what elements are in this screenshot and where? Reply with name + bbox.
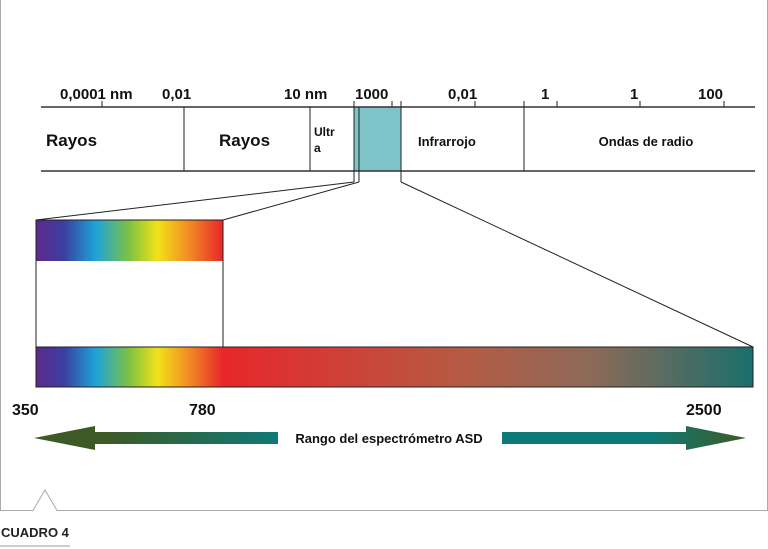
caption: CUADRO 4 <box>1 525 70 540</box>
band-uv-label-1: Ultr <box>314 125 335 139</box>
arrow-left <box>34 426 278 450</box>
arrow-label: Rango del espectrómetro ASD <box>295 431 482 446</box>
scale-labels: 0,0001 nm 0,01 10 nm 1000 0,01 1 1 100 <box>60 86 723 103</box>
scale-label: 1000 <box>355 86 388 103</box>
full-range-infrared-part <box>223 347 753 387</box>
scale-label: 1 <box>541 86 549 103</box>
band-dividers <box>101 101 725 171</box>
band-x-label: Rayos <box>219 131 270 150</box>
visible-spectrum-bar <box>36 220 223 261</box>
scale-label: 1 <box>630 86 638 103</box>
full-range-outline <box>35 346 754 388</box>
band-gamma-label: Rayos <box>46 131 97 150</box>
range-visible-end-label: 780 <box>189 402 216 419</box>
scale-label: 100 <box>698 86 723 103</box>
scale-label: 10 nm <box>284 86 327 103</box>
range-end-label: 2500 <box>686 402 722 419</box>
scale-label: 0,01 <box>162 86 191 103</box>
zoom-lines <box>35 171 754 348</box>
band-radio-label: Ondas de radio <box>599 134 694 149</box>
visible-band-highlight <box>354 107 401 171</box>
scale-label: 0,0001 nm <box>60 86 133 103</box>
range-start-label: 350 <box>12 402 39 419</box>
arrow-right <box>502 426 746 450</box>
band-infrared-label: Infrarrojo <box>418 134 476 149</box>
scale-label: 0,01 <box>448 86 477 103</box>
full-range-visible-part <box>36 347 223 387</box>
band-uv-label-2: a <box>314 141 321 155</box>
